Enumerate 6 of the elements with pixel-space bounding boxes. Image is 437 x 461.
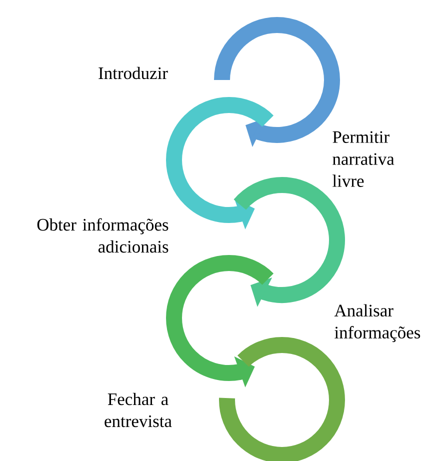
step-label: Analisar informações [334,304,420,342]
circular-arrow [234,177,345,307]
step-label: Obter informações adicionais [37,218,168,253]
step-label: Introduzir [98,66,168,80]
step-label: Permitir narrativa livre [332,131,394,187]
step-label: Fechar a entrevista [104,392,172,428]
